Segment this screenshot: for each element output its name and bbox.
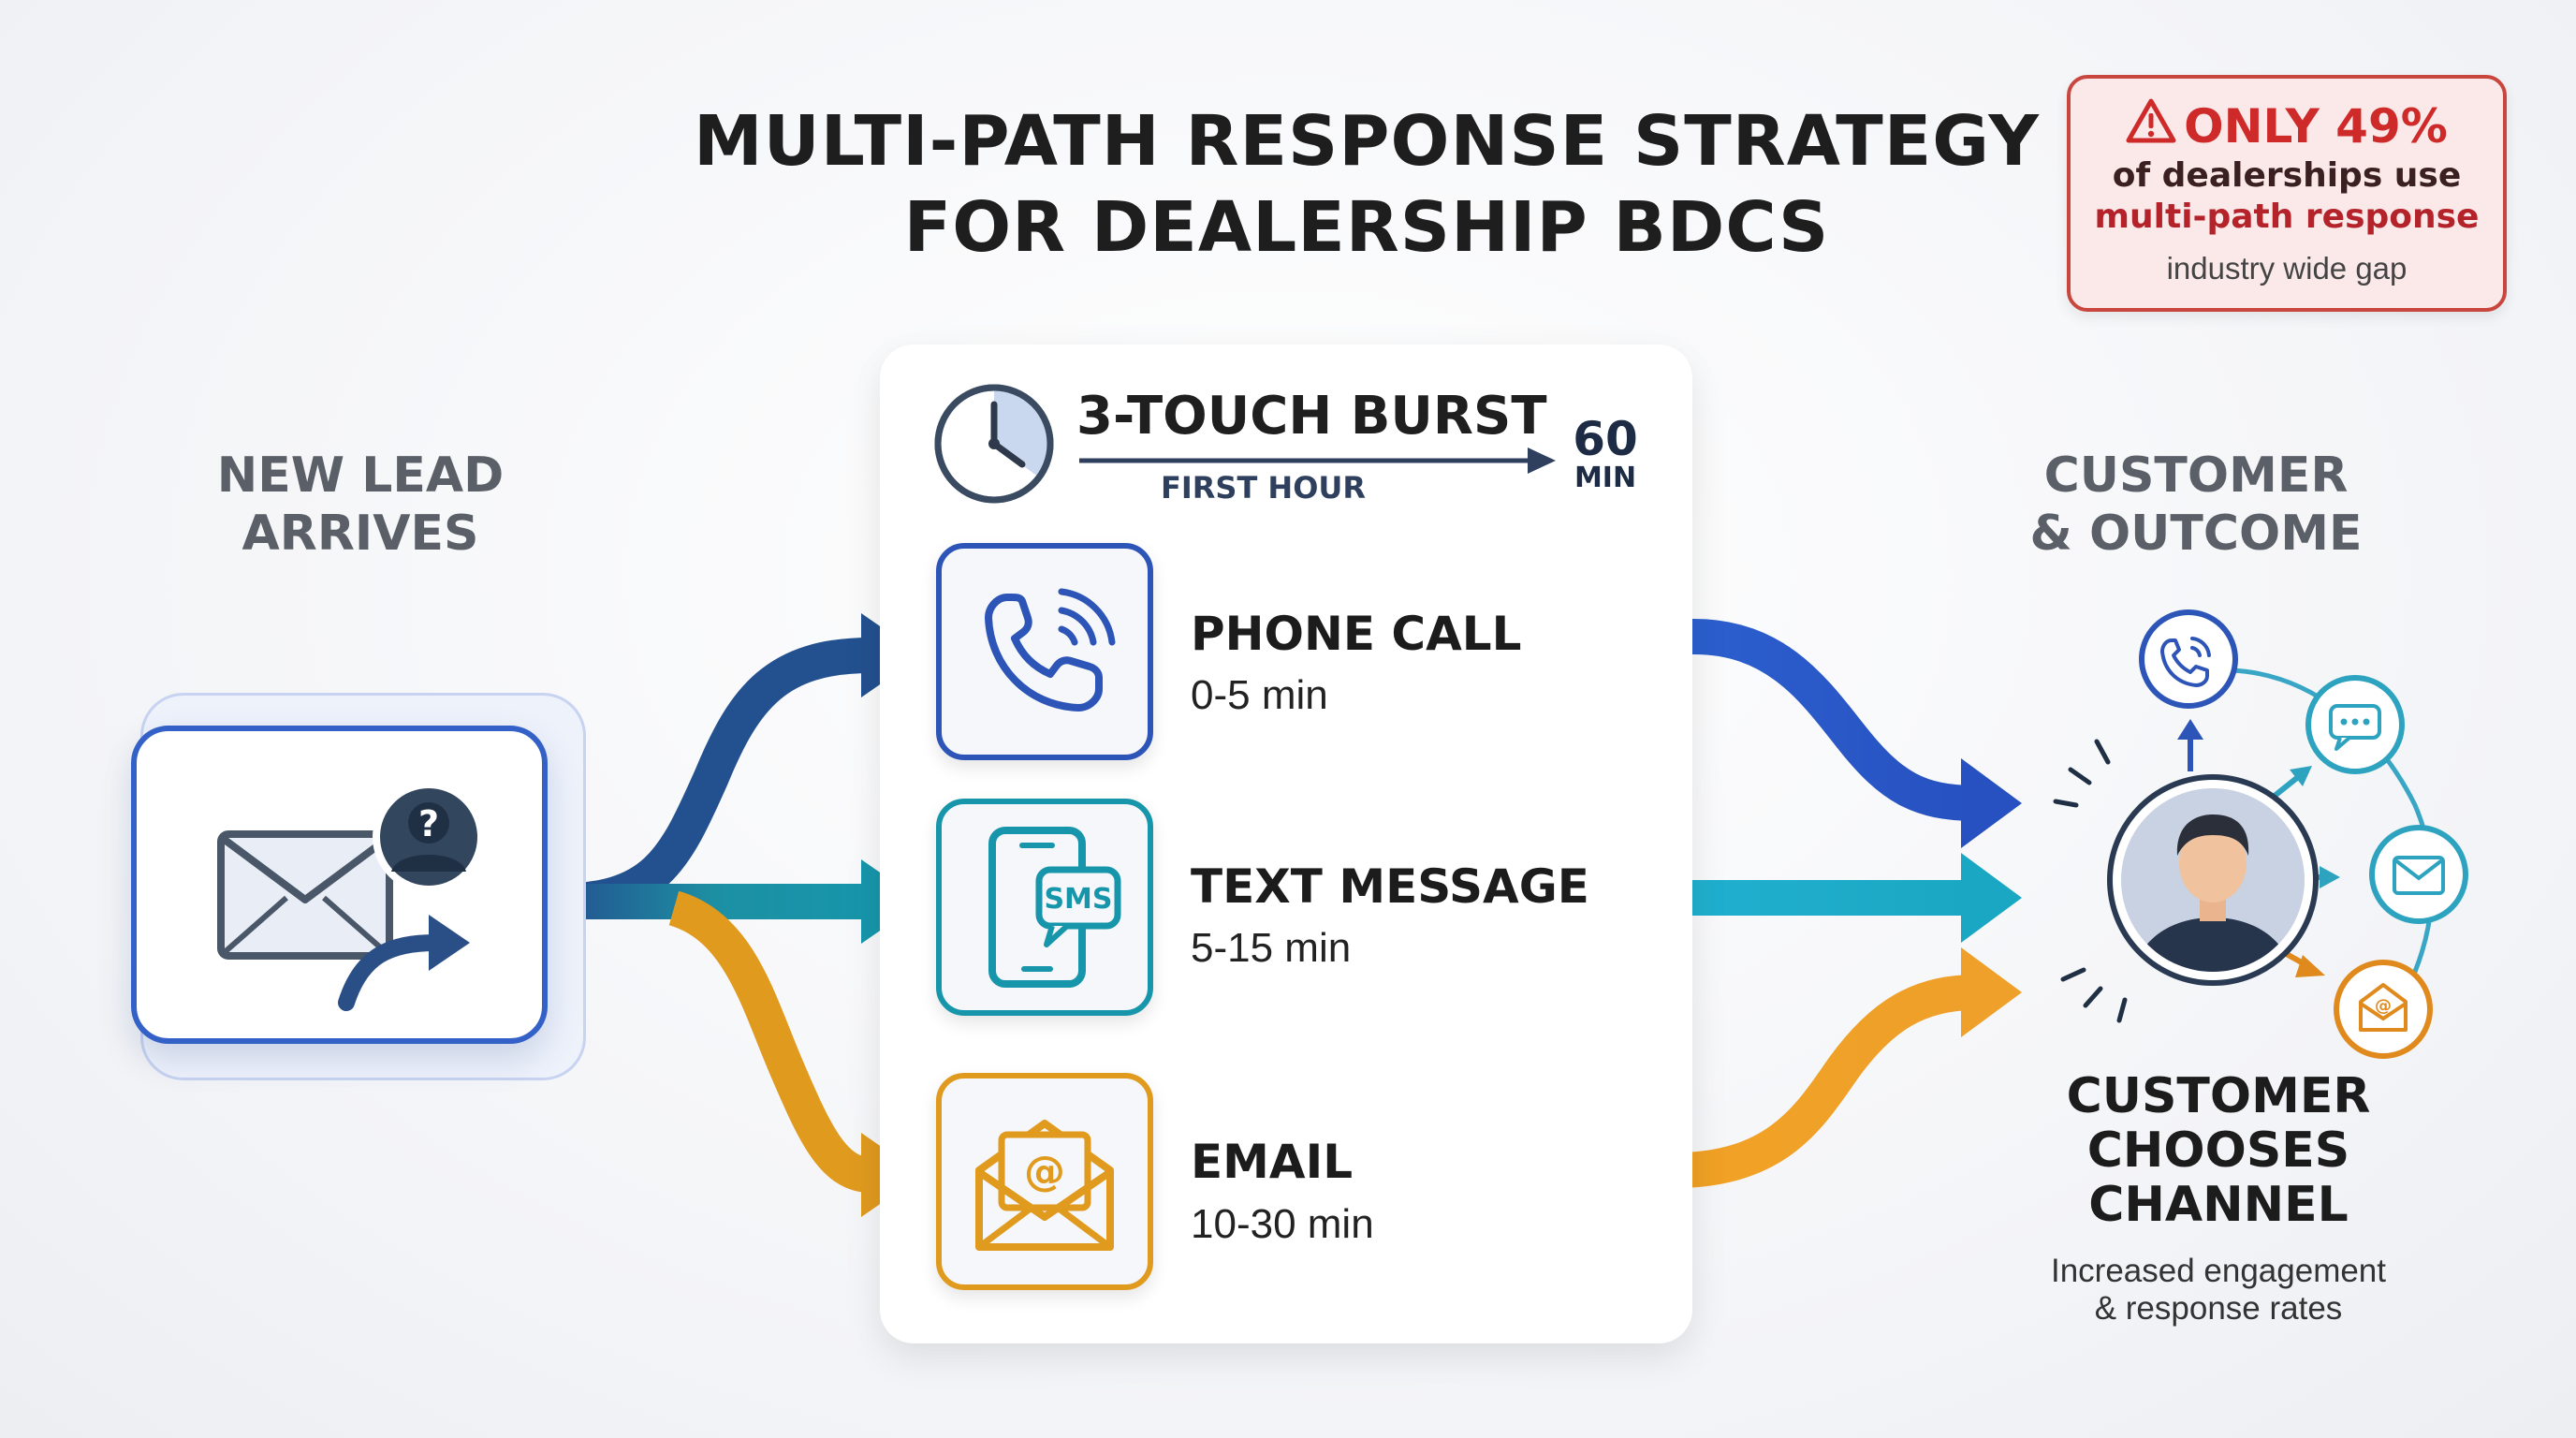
- channel-time-phone: 0-5 min: [1191, 672, 1328, 718]
- customer-chooses-heading: CUSTOMER CHOOSES CHANNEL: [2003, 1069, 2434, 1232]
- choose-line-2: CHOOSES: [2086, 1123, 2350, 1179]
- lead-heading: NEW LEAD ARRIVES: [173, 447, 548, 563]
- customer-heading: CUSTOMER & OUTCOME: [2009, 447, 2383, 563]
- channel-label-email: EMAIL: [1191, 1135, 1354, 1189]
- arrow-lead-to-email: [667, 890, 872, 1193]
- sms-badge: SMS: [1044, 883, 1112, 916]
- email-at-badge: @: [1024, 1148, 1065, 1196]
- page-title: MULTI-PATH RESPONSE STRATEGY FOR DEALERS…: [524, 98, 2209, 271]
- burst-duration-value: 60: [1573, 412, 1638, 466]
- choose-line-3: CHANNEL: [2088, 1177, 2349, 1233]
- lead-badge-glyph: ?: [418, 803, 439, 844]
- arrow-lead-to-phone: [553, 638, 871, 919]
- stat-line-2: multi-path response: [2094, 197, 2480, 236]
- outcome-note: Increased engagement & response rates: [1984, 1253, 2452, 1328]
- lead-card: ?: [131, 726, 548, 1044]
- channel-label-phone: PHONE CALL: [1191, 607, 1522, 661]
- stat-headline: ONLY 49%: [2071, 97, 2503, 155]
- channel-tile-email: @: [936, 1073, 1153, 1290]
- channel-label-text: TEXT MESSAGE: [1191, 859, 1589, 914]
- customer-heading-line-2: & OUTCOME: [2029, 506, 2363, 562]
- outcome-note-line-2: & response rates: [2094, 1290, 2343, 1327]
- arrow-phone-to-customer: [1554, 619, 1976, 821]
- arrow-out-head-email: [1961, 947, 2022, 1037]
- customer-heading-line-1: CUSTOMER: [2043, 448, 2349, 504]
- stat-callout: ONLY 49% of dealerships use multi-path r…: [2067, 75, 2507, 312]
- channel-tile-text: SMS: [936, 799, 1153, 1016]
- arrow-out-head-text: [1961, 853, 2022, 943]
- channel-tile-phone: [936, 543, 1153, 760]
- title-line-1: MULTI-PATH RESPONSE STRATEGY: [693, 101, 2040, 182]
- arrow-email-to-customer: [1395, 975, 1976, 1188]
- sms-phone-icon: SMS: [988, 827, 1121, 988]
- arrow-out-head-phone: [1961, 758, 2022, 848]
- title-line-2: FOR DEALERSHIP BDCS: [903, 187, 1830, 268]
- stat-headline-text: ONLY 49%: [2184, 99, 2448, 154]
- choose-line-1: CUSTOMER: [2066, 1068, 2371, 1124]
- outcome-note-line-1: Increased engagement: [2050, 1253, 2387, 1289]
- warning-triangle-icon: [2126, 97, 2176, 155]
- envelope-with-unknown-person-icon: ?: [217, 781, 485, 1011]
- stat-note: industry wide gap: [2166, 250, 2408, 286]
- burst-title: 3-TOUCH BURST: [1076, 386, 1547, 447]
- stat-line-1: of dealerships use: [2112, 155, 2462, 195]
- burst-subtitle: FIRST HOUR: [1161, 470, 1367, 506]
- lead-heading-line-1: NEW LEAD: [216, 448, 505, 504]
- burst-duration-unit: MIN: [1573, 462, 1637, 494]
- lead-heading-line-2: ARRIVES: [242, 506, 479, 562]
- phone-icon: [985, 588, 1116, 712]
- channel-time-email: 10-30 min: [1191, 1201, 1374, 1247]
- channel-time-text: 5-15 min: [1191, 925, 1352, 971]
- email-at-icon: @: [975, 1120, 1114, 1251]
